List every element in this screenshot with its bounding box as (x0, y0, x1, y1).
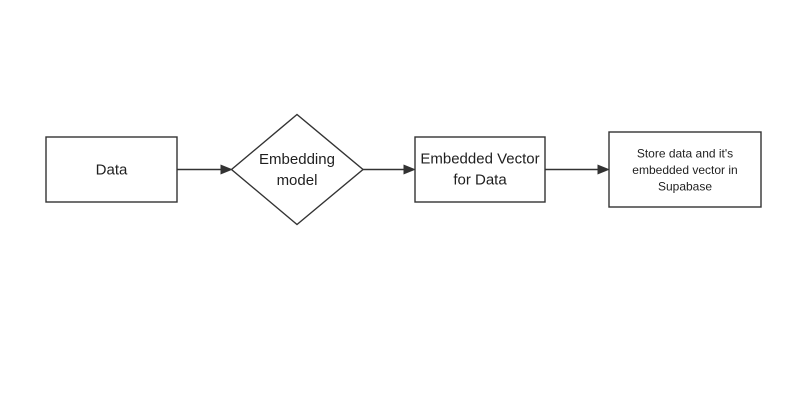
node-embedding-model: Embedding model (230, 113, 365, 226)
edge-embedded-vector-to-store-supabase (545, 164, 610, 175)
embedded-vector-label-line1: Embedded Vector (420, 151, 539, 168)
node-store-in-supabase: Store data and it's embedded vector in S… (608, 131, 762, 208)
store-supabase-label-line3: Supabase (658, 180, 712, 194)
store-supabase-box (608, 131, 762, 208)
edge-embedding-model-to-embedded-vector (363, 164, 416, 175)
node-data: Data (45, 136, 178, 203)
arrowhead (220, 164, 233, 175)
embedded-vector-label-line2: for Data (453, 172, 507, 189)
edge-data-to-embedding-model (177, 164, 233, 175)
embedding-model-label-line1: Embedding (259, 151, 335, 168)
store-supabase-label-line1: Store data and it's (637, 147, 733, 161)
embedding-model-label-line2: model (277, 172, 318, 189)
embedding-model-diamond (230, 113, 365, 226)
store-supabase-label-line2: embedded vector in (632, 163, 737, 177)
arrowhead (403, 164, 416, 175)
data-box (45, 136, 178, 203)
data-label: Data (96, 162, 128, 179)
node-embedded-vector-for-data: Embedded Vector for Data (414, 136, 546, 203)
embedded-vector-box (414, 136, 546, 203)
arrowhead (597, 164, 610, 175)
